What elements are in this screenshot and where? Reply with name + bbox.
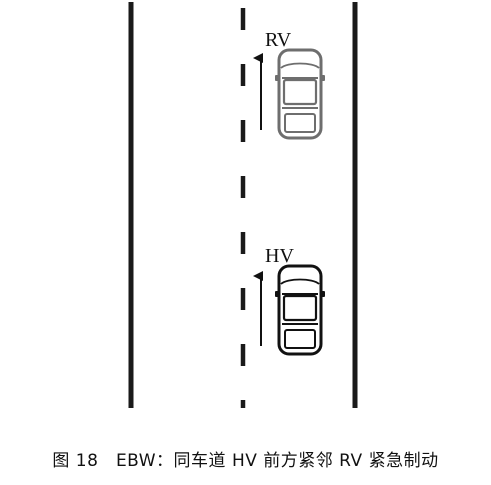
hv-car: [275, 264, 325, 356]
road-scene: RV HV: [128, 2, 358, 408]
rv-car: [275, 48, 325, 140]
figure-caption: 图 18 EBW：同车道 HV 前方紧邻 RV 紧急制动: [52, 451, 439, 471]
hv-label: HV: [265, 245, 294, 267]
rv-label: RV: [265, 29, 292, 51]
